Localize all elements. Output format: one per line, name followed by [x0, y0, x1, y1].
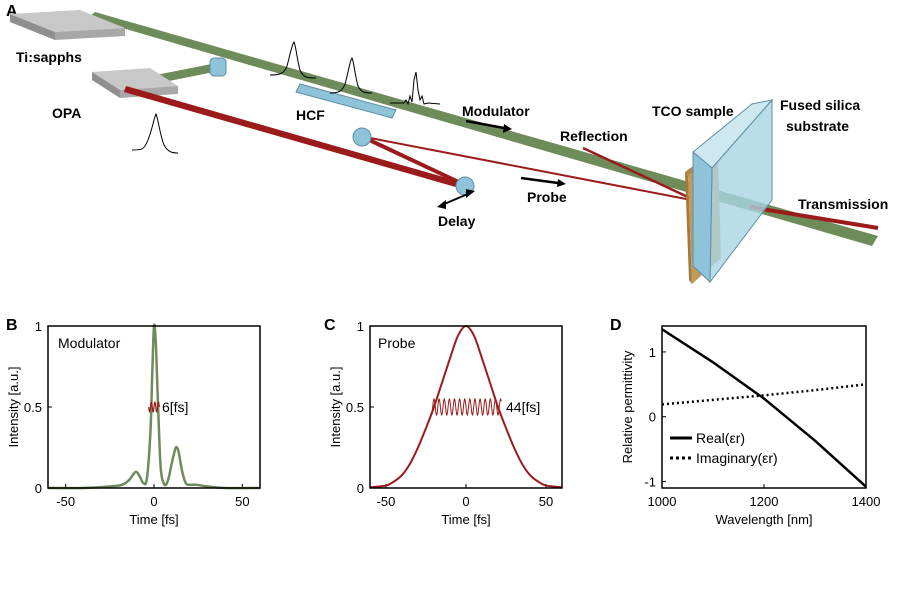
chart-d-xlabel: Wavelength [nm] [715, 512, 812, 527]
hcf-label: HCF [296, 107, 325, 123]
modulator-arrow-icon [465, 119, 512, 133]
delay-label: Delay [438, 213, 476, 229]
chart-b-series-line-0 [47, 323, 261, 490]
tisapphs-box [10, 10, 125, 40]
transmission-label: Transmission [798, 196, 888, 212]
chart-c-ylabel: Intensity [a.u.] [328, 367, 343, 448]
chart-d-legend-imag: Imaginary(εr) [696, 450, 778, 466]
opa-pulse-sketch [131, 112, 179, 154]
chart-b-xtick-label: -50 [56, 494, 75, 509]
chart-b-fwhm-label: 6[fs] [162, 399, 188, 415]
red-beam-opa [124, 86, 468, 190]
chart-c-fwhm-label: 44[fs] [506, 399, 540, 415]
green-beam-main [88, 12, 878, 246]
chart-c-xtick-label: 0 [462, 494, 469, 509]
chart-d-legend-real: Real(εr) [696, 430, 745, 446]
tisapphs-pulse-sketch [269, 41, 317, 79]
reflection-label: Reflection [560, 128, 628, 144]
chart-b-ytick-label: 0 [35, 481, 42, 496]
chart-c-ytick-label: 0 [357, 481, 364, 496]
chart-d-frame [661, 325, 867, 489]
fused-silica-label-2: substrate [786, 118, 849, 134]
probe-mirror [352, 127, 372, 147]
chart-d-ylabel: Relative permittivity [620, 350, 635, 463]
chart-b-ylabel: Intensity [a.u.] [6, 367, 21, 448]
chart-c-annotation: Probe [378, 335, 416, 351]
probe-arrow-icon [520, 176, 566, 187]
chart-b-fwhm-marker [148, 401, 160, 413]
chart-c-fwhm-marker [430, 397, 502, 417]
compressed-pulse-sketch-1 [329, 57, 373, 94]
compressed-pulse-sketch-2 [390, 71, 441, 106]
chart-d-ytick-label: -1 [644, 475, 656, 490]
chart-d-series-line-1 [661, 383, 867, 406]
panel-letter-d: D [610, 317, 622, 334]
fused-silica-substrate [692, 98, 774, 284]
panel-letter-c: C [324, 317, 336, 334]
chart-c-ytick-label: 1 [357, 319, 364, 334]
beam-splitter [209, 57, 227, 77]
red-probe-thin [364, 136, 713, 205]
chart-d-ytick-label: 0 [649, 410, 656, 425]
probe-label: Probe [527, 189, 567, 205]
chart-d-xtick-label: 1200 [750, 494, 779, 509]
chart-c-xlabel: Time [fs] [441, 512, 490, 527]
chart-c-xtick-label: 50 [539, 494, 553, 509]
chart-d-xtick-label: 1000 [648, 494, 677, 509]
reflection-beam [582, 146, 691, 200]
chart-c-xtick-label: -50 [377, 494, 396, 509]
chart-b-xlabel: Time [fs] [129, 512, 178, 527]
chart-b-xtick-label: 0 [150, 494, 157, 509]
tisapphs-label: Ti:sapphs [16, 49, 82, 65]
chart-c-ytick-label: 0.5 [346, 400, 364, 415]
opa-label: OPA [52, 105, 81, 121]
tco-label: TCO sample [652, 103, 734, 119]
hcf-fiber [295, 83, 397, 119]
chart-d-ytick-label: 1 [649, 345, 656, 360]
panel-letter-b: B [6, 317, 18, 334]
transmission-beam [749, 205, 879, 230]
chart-b-frame [47, 325, 261, 489]
red-beam-delay-return [364, 136, 466, 187]
chart-b-ytick-label: 1 [35, 319, 42, 334]
chart-b-annotation: Modulator [58, 335, 121, 351]
modulator-label: Modulator [462, 103, 530, 119]
chart-d-series-line-0 [661, 328, 867, 488]
fused-silica-label-1: Fused silica [780, 97, 860, 113]
chart-c-frame [369, 325, 563, 489]
chart-d-xtick-label: 1400 [852, 494, 881, 509]
chart-b-xtick-label: 50 [235, 494, 249, 509]
delay-arrow-icon [437, 189, 475, 209]
chart-b-ytick-label: 0.5 [24, 400, 42, 415]
